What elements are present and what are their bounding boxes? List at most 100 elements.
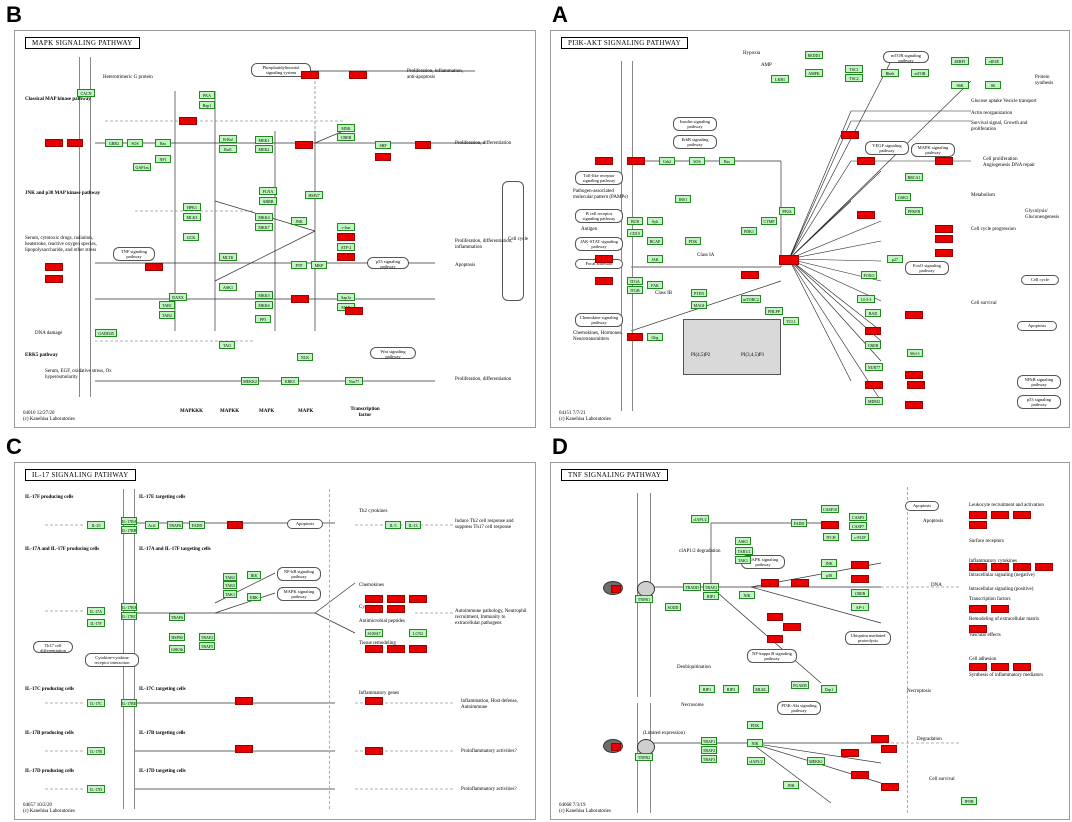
tnf-gene-highlight-7	[851, 575, 869, 583]
tnf-gene-cflip: c-FLIP	[851, 533, 869, 541]
tnf-gene-highlight-21	[991, 563, 1009, 571]
il17-gene-erk: ERK	[247, 593, 261, 601]
tnf-cat-surface: Surface receptors	[969, 539, 1004, 544]
pi3k-outcome-survival: Cell survival	[971, 301, 997, 306]
il17-section-17d-targeting: IL-17D targeting cells	[139, 769, 186, 774]
pi3k-label-pip2: PI(4,5)P2	[691, 353, 711, 358]
il17-box-th17: Th17 cell differentiation	[33, 641, 73, 653]
pi3k-box-mtor: mTOR signaling pathway	[883, 51, 929, 63]
pi3k-box-foxo: FoxO signaling pathway	[905, 261, 949, 275]
pi3k-gene-bad: BAD	[865, 309, 881, 317]
pi3k-gene-highlight-13	[935, 235, 953, 243]
mapk-tier-mapkk: MAPKK	[220, 409, 240, 414]
mapk-gene-cacn: CACN	[77, 89, 95, 97]
pi3k-box-jak-stat: JAK-STAT signaling pathway	[575, 237, 623, 251]
mapk-gene-hpk1: HPK1	[183, 203, 201, 211]
pi3k-gene-pdk1: PDK1	[741, 227, 757, 235]
mapk-footer: 04010 12/27/20 (c) Kanehisa Laboratories	[23, 411, 75, 422]
pi3k-gene-highlight-8	[841, 131, 859, 139]
pi3k-box-insulin: Insulin signaling pathway	[673, 117, 717, 131]
tnf-box-ubiquitin: Ubiquitin mediated proteolysis	[845, 631, 891, 645]
tnf-gene-jnk: JNK	[821, 559, 837, 567]
pi3k-gene-magi: MAGI	[691, 301, 707, 309]
mapk-gene-erk5: ERK5	[281, 377, 299, 385]
pi3k-gene-pp2a: PP2A	[779, 207, 795, 215]
tnf-gene-highlight-8	[767, 613, 783, 621]
mapk-box-p53-signaling: p53 signaling pathway	[367, 257, 409, 269]
pi3k-gene-mtor: mTOR	[911, 69, 929, 77]
pi3k-gene-14-3-3: 14-3-3	[857, 295, 875, 303]
pi3k-gene-phlpp: PHLPP	[765, 307, 783, 315]
il17-section-17af-targeting: IL-17A and IL-17F targeting cells	[139, 547, 211, 552]
il17-gene-highlight-5	[365, 605, 383, 613]
mapk-tier-tf: Transcription factor	[350, 407, 380, 418]
tnf-gene-highlight-11	[871, 735, 889, 743]
tnf-cat-neg: Intracellular signaling (negative)	[969, 573, 1035, 578]
tnf-gene-traf2-b: TRAF2	[701, 746, 717, 754]
pi3k-gene-gsk3: GSK3	[895, 193, 911, 201]
mapk-outcome-1: Proliferation, inflammation, anti-apopto…	[407, 69, 463, 80]
pi3k-gene-bcr: BCR	[627, 217, 643, 225]
il17-outcome-proinflammatory-1: Proinflammatory activities?	[461, 749, 517, 754]
tnf-gene-traf3: TRAF3	[701, 755, 717, 763]
mapk-gene-highlight-1	[45, 139, 63, 147]
tnf-gene-casp7: CASP7	[849, 522, 867, 530]
mapk-cell-membrane	[79, 57, 91, 397]
pi3k-box-cell-cycle: Cell cycle	[1021, 275, 1059, 285]
il17-gene-il25: IL-25	[87, 521, 105, 529]
pi3k-box-vegf: VEGF signaling pathway	[865, 141, 909, 155]
mapk-gene-pp5: PP5	[255, 315, 271, 323]
il17-gene-tab2: TAB2	[223, 573, 237, 581]
il17-section-17c-producing: IL-17C producing cells	[25, 687, 75, 692]
mapk-gene-ask1: ASK1	[219, 283, 237, 291]
panel-il17-pathway: IL-17 SIGNALING PATHWAY IL-17F p	[14, 462, 536, 820]
il17-gene-il17c: IL-17C	[87, 699, 105, 707]
mapk-gene-pka: PKA	[199, 91, 215, 99]
mapk-gene-highlight-6	[349, 71, 367, 79]
pi3k-label-pip3: PI(3,4,5)P3	[741, 353, 765, 358]
il17-gene-ikk: IKK	[247, 571, 261, 579]
tnf-gene-ifnb: IFNB	[961, 797, 977, 805]
il17-gene-il17b: IL-17B	[87, 747, 105, 755]
il17-box-apoptosis: Apoptosis	[287, 519, 323, 529]
tnf-cat-ecm: Remodeling of extracellular matrix	[969, 617, 1040, 622]
il17-gene-highlight-2	[365, 595, 383, 603]
pi3k-gene-redd1: REDD1	[805, 51, 823, 59]
pi3k-gene-p27: p27	[887, 255, 903, 263]
mapk-gene-grb2: GRB2	[105, 139, 123, 147]
pi3k-label-antigen: Antigen	[581, 227, 598, 232]
tnf-gene-highlight-18	[1013, 511, 1031, 519]
pi3k-box-chemokine: Chemokine signaling pathway	[575, 313, 623, 327]
il17-cat-chemokines: Chemokines	[359, 583, 384, 588]
tnf-gene-mlkl: MLKL	[753, 685, 769, 693]
mapk-gene-gap1m: GAP1m	[133, 163, 151, 171]
pi3k-outcome-proliferation: Cell proliferation Angiogenesis DNA repa…	[983, 157, 1035, 168]
tnf-gene-tab: TAB1/2	[735, 547, 753, 555]
il17-gene-highlight-12	[235, 745, 253, 753]
mapk-outcome-6: Proliferation, differentiation	[455, 377, 512, 382]
pi3k-label-class-ia: Class IA	[697, 253, 715, 258]
tnf-cat-cytokines: Inflammatory cytokines	[969, 559, 1017, 564]
mapk-gene-gck: GCK	[183, 233, 199, 241]
pi3k-gene-highlight-10	[935, 157, 953, 165]
il17-section-17e-producing: IL-17F producing cells	[25, 495, 74, 500]
il17-gene-highlight-11	[365, 697, 383, 705]
tnf-cat-leukocyte: Leukocyte recruitment and activation	[969, 503, 1044, 508]
tnf-gene-nik-upper: NIK	[739, 591, 755, 599]
il17-gene-highlight-3	[387, 595, 405, 603]
il17-gene-il17f: IL-17F	[87, 619, 105, 627]
mapk-gene-mekk2: MEKK2	[241, 377, 259, 385]
pi3k-gene-highlight-7	[741, 271, 759, 279]
tnf-gene-nik: NIK	[747, 739, 763, 747]
il17-gene-s100a7: S100A7	[365, 629, 383, 637]
mapk-section-classical: Classical MAP kinase pathway	[25, 97, 91, 102]
pi3k-lipid-inset	[683, 319, 781, 375]
mapk-gene-highlight-8	[415, 141, 431, 149]
il17-gene-il17rb: IL-17RB	[121, 526, 137, 534]
il17-cell-membrane	[123, 489, 135, 809]
mapk-gene-mkk7: MKK7	[255, 223, 273, 231]
pi3k-gene-highlight-19	[905, 401, 923, 409]
pi3k-gene-highlight-1	[595, 157, 613, 165]
pi3k-footer: 04151 7/7/21 (c) Kanehisa Laboratories	[559, 411, 611, 422]
mapk-gene-mlk3: MLK3	[183, 213, 201, 221]
